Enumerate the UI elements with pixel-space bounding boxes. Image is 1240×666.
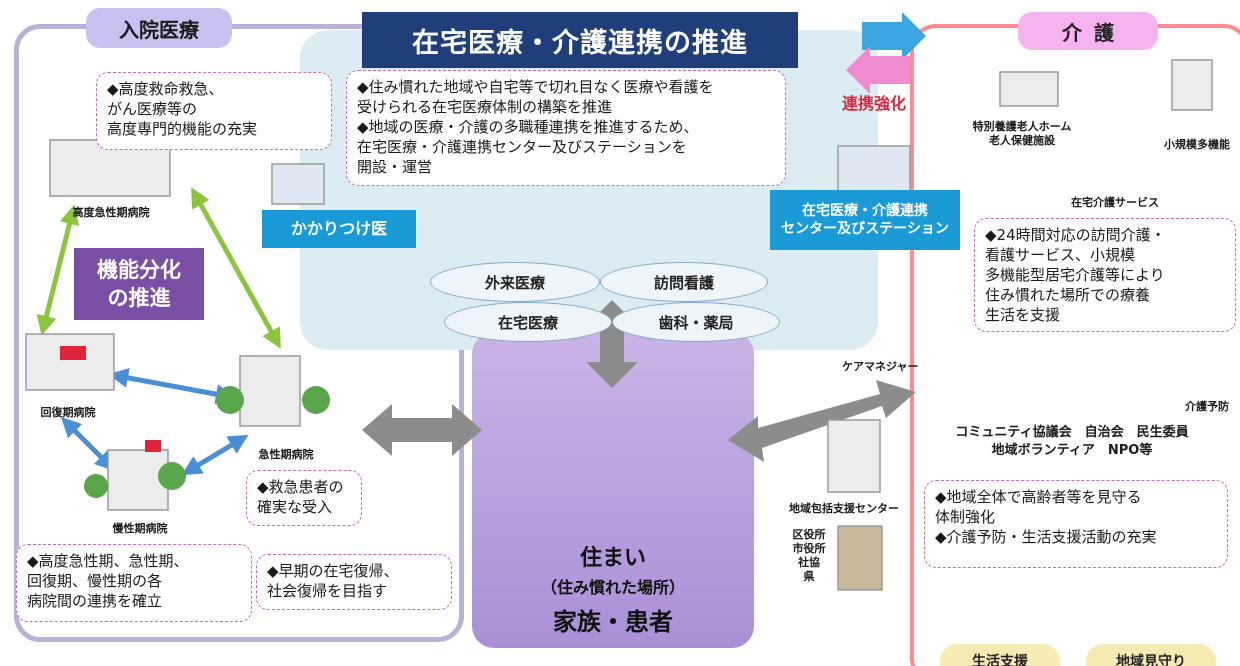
hospital-sign-icon <box>145 440 161 452</box>
arrow-home-care <box>728 380 916 462</box>
hospital-advanced-label: 高度急性期病院 <box>72 206 150 219</box>
support-center-label: 地域包括支援センター <box>789 502 899 515</box>
note-advanced-care: ◆高度救命救急、 がん医療等の 高度専門的機能の充実 <box>96 72 332 150</box>
family-doctor-label: かかりつけ医 <box>262 210 416 248</box>
home-sublabel: （住み慣れた場所） <box>540 578 685 597</box>
pill-community-watch: 地域見守り <box>1086 644 1216 666</box>
arrow-advanced-acute <box>191 187 281 349</box>
nursing-home-label: 特別養護老人ホーム 老人保健施設 <box>972 120 1072 147</box>
service-dental-pharmacy: 歯科・薬局 <box>612 302 780 342</box>
note-community-watch: ◆地域全体で高齢者等を見守る 体制強化 ◆介護予防・生活支援活動の充実 <box>924 480 1228 568</box>
hospital-acute-label: 急性期病院 <box>258 448 314 461</box>
red-cross-icon <box>60 346 86 360</box>
liaison-center-label: 在宅医療・介護連携 センター及びステーション <box>770 190 960 250</box>
care-manager-label: ケアマネジャー <box>842 360 919 373</box>
note-early-return: ◆早期の在宅復帰、 社会復帰を目指す <box>256 554 452 610</box>
arrow-from-care <box>846 46 910 94</box>
arrow-chronic-acute <box>181 434 249 476</box>
community-label: コミュニティ協議会 自治会 民生委員 地域ボランティア NPO等 <box>955 425 1189 458</box>
prevention-label: 介護予防 <box>1185 400 1229 413</box>
hospital-recovery-label: 回復期病院 <box>40 406 96 419</box>
home-medical-description: ◆住み慣れた地域や自宅等で切れ目なく医療や看護を 受けられる在宅医療体制の構築を… <box>346 70 786 186</box>
kino-line1: 機能分化 <box>97 258 181 282</box>
family-patient-label: 家族・患者 <box>553 608 673 636</box>
care-title: 介護 <box>1018 12 1158 50</box>
ward-office-label: 区役所 市役所 社協 県 <box>792 528 826 583</box>
note-24h-care: ◆24時間対応の訪問介護・ 看護サービス、小規模 多機能型居宅介護等により 住み… <box>974 218 1236 332</box>
service-home-medical: 在宅医療 <box>444 302 612 342</box>
arrow-advanced-recovery <box>36 204 80 336</box>
collaboration-label: 連携強化 <box>842 94 907 113</box>
function-division-label: 機能分化の推進 <box>74 248 204 320</box>
home-care-label: 在宅介護サービス <box>1071 196 1159 209</box>
hospital-chronic-label: 慢性期病院 <box>112 522 168 535</box>
service-outpatient: 外来医療 <box>430 262 600 302</box>
service-visiting-nursing: 訪問看護 <box>600 262 768 302</box>
note-emergency: ◆救急患者の 確実な受入 <box>246 470 362 526</box>
hospital-title: 入院医療 <box>86 8 232 48</box>
arrow-to-care <box>862 12 926 60</box>
note-hospital-link: ◆高度急性期、急性期、 回復期、慢性期の各 病院間の連携を確立 <box>16 544 252 622</box>
home-labels: 住まい （住み慣れた場所） 家族・患者 <box>472 540 754 637</box>
kino-line2: の推進 <box>107 286 171 310</box>
pill-life-support: 生活支援 <box>940 644 1060 666</box>
small-multi-label: 小規模多機能 <box>1164 138 1230 151</box>
arrow-recovery-chronic <box>60 416 116 472</box>
tree-icons <box>84 386 330 498</box>
home-medical-title: 在宅医療・介護連携の推進 <box>362 12 798 68</box>
arrow-hospital-home <box>362 404 482 456</box>
home-label: 住まい <box>579 546 646 571</box>
arrow-recovery-acute <box>108 367 236 405</box>
